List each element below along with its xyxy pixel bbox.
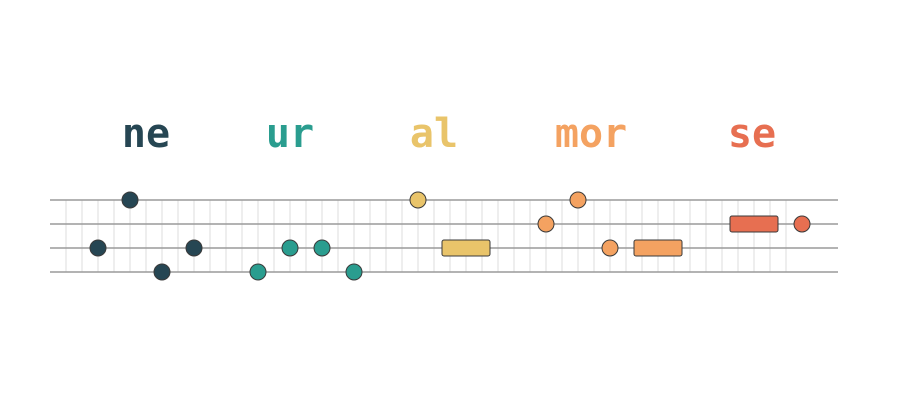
morse-dot	[121, 191, 139, 209]
word-fragment-ur: ur	[266, 111, 314, 157]
morse-dot	[249, 263, 267, 281]
staff-grid	[65, 200, 787, 272]
morse-dot	[793, 215, 811, 233]
morse-dash	[729, 215, 779, 233]
morse-dot	[601, 239, 619, 257]
morse-notes	[89, 191, 811, 281]
word-fragment-al: al	[410, 111, 458, 157]
morse-dot	[313, 239, 331, 257]
word-fragment-ne: ne	[122, 111, 170, 157]
staff-lines	[50, 199, 838, 273]
morse-dot	[569, 191, 587, 209]
morse-dot	[409, 191, 427, 209]
morse-dash	[441, 239, 491, 257]
morse-dash	[633, 239, 683, 257]
morse-dot	[281, 239, 299, 257]
morse-dot	[89, 239, 107, 257]
morse-dot	[153, 263, 171, 281]
morse-dot	[345, 263, 363, 281]
word-fragment-mor: mor	[555, 111, 627, 157]
word-fragment-se: se	[728, 111, 776, 157]
morse-dot	[185, 239, 203, 257]
morse-dot	[537, 215, 555, 233]
